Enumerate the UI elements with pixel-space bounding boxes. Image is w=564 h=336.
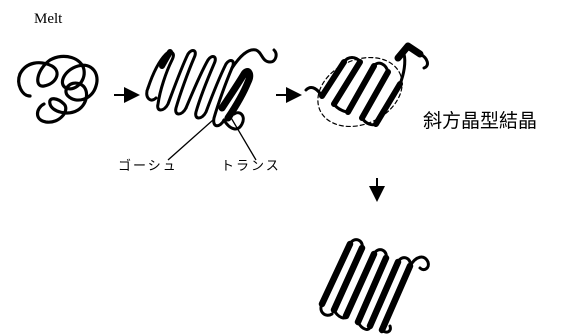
folded-chain-lamella: [321, 240, 428, 332]
melt-random-coil: [19, 56, 97, 122]
crystal-lamella-nucleus: [306, 44, 427, 139]
partially-folded-chains: [147, 50, 276, 129]
